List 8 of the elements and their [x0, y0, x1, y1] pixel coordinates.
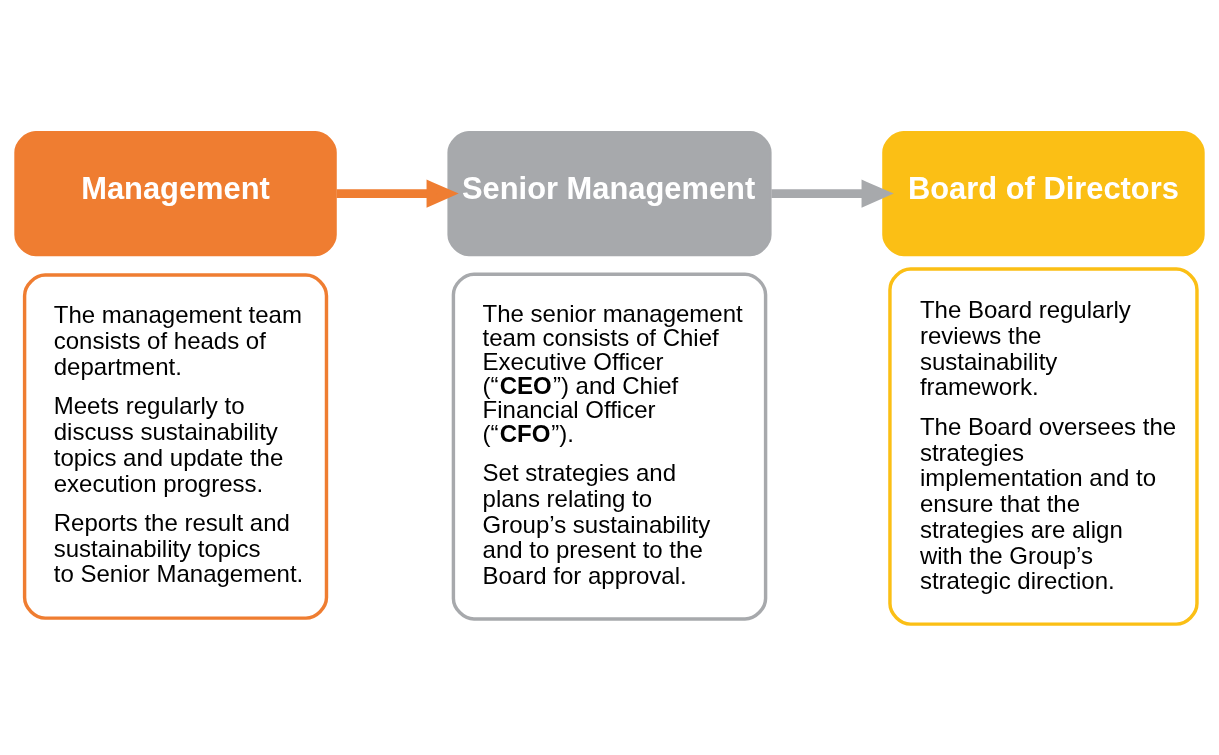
node-box: The Board regularly reviews the sustainability framework. The Board oversees the strategies implementation and to ensure that the strategies are align with the Group’s strategic direction. — [888, 266, 1199, 626]
node-box: The senior management team consists of Chief Executive Officer (“CEO”) and Chief Financial Officer (“CFO”). Set strategies and plans relating to Group’s sustainability and to present to the Board for approval. — [451, 272, 768, 621]
arrow — [336, 179, 459, 208]
arrow — [771, 179, 894, 208]
node-box: Senior Management — [447, 130, 772, 256]
node-box: The management team consists of heads of department. Meets regularly to discuss sustainability topics and update the execution progress. Reports the result and sustainability topics to Senior Management. — [22, 272, 329, 620]
node-box: Board of Directors — [882, 130, 1205, 256]
node-box: Management — [14, 130, 337, 256]
